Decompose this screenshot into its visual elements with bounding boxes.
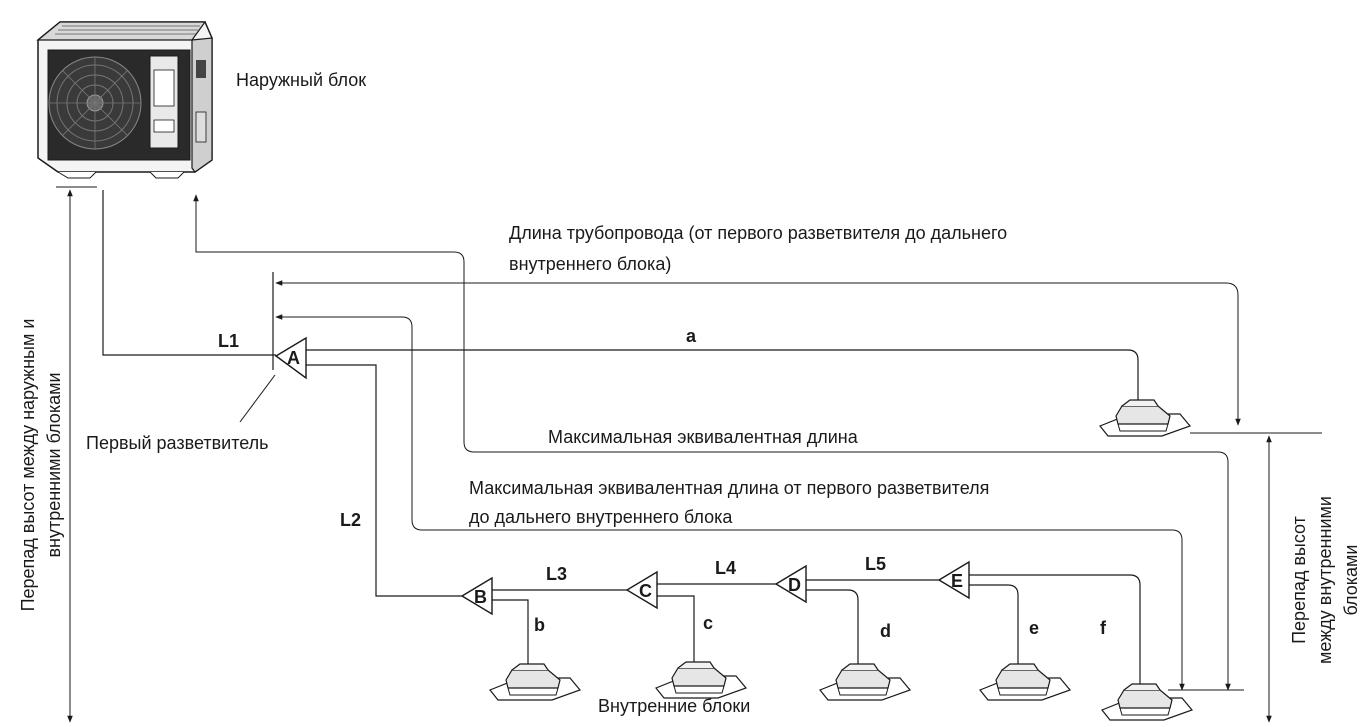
pipe-b bbox=[490, 599, 529, 668]
pipe-label-d: d bbox=[880, 621, 891, 641]
branch-B-label: B bbox=[474, 587, 487, 607]
first-branch-label: Первый разветвитель bbox=[86, 433, 269, 453]
height-diff-indoor-line1: Перепад высот bbox=[1289, 516, 1309, 644]
branch-joint-E: E bbox=[937, 560, 970, 600]
pipe-label-c: c bbox=[703, 613, 713, 633]
height-diff-outdoor-line1: Перепад высот между наружным и bbox=[18, 319, 38, 612]
pipe-f bbox=[968, 574, 1141, 688]
pipe-c bbox=[656, 595, 695, 666]
height-diff-outdoor-line2: внутренними блоками bbox=[44, 372, 64, 557]
pipe-label-L5: L5 bbox=[865, 554, 886, 574]
max-equiv-length-label: Максимальная эквивалентная длина bbox=[548, 427, 859, 447]
pipe-label-e: e bbox=[1029, 618, 1039, 638]
indoor-unit-a bbox=[1099, 399, 1191, 437]
first-branch-pointer bbox=[239, 374, 276, 423]
pipe-d bbox=[805, 589, 859, 668]
height-diff-indoor-label: Перепад высот между внутренними блоками bbox=[1289, 496, 1361, 664]
pipe-L1 bbox=[102, 190, 276, 356]
outdoor-unit-label: Наружный блок bbox=[236, 70, 366, 90]
indoor-unit-f bbox=[1101, 683, 1193, 721]
max-equiv-from-first-arrow bbox=[275, 314, 1185, 691]
pipe-label-L4: L4 bbox=[715, 558, 736, 578]
pipe-label-f: f bbox=[1100, 618, 1107, 638]
pipe-label-L2: L2 bbox=[340, 510, 361, 530]
pipe-length-label-line1: Длина трубопровода (от первого разветвит… bbox=[509, 223, 1007, 243]
pipe-label-a: a bbox=[686, 326, 697, 346]
height-diff-outdoor-label: Перепад высот между наружным и внутренни… bbox=[18, 319, 64, 612]
pipe-label-b: b bbox=[534, 615, 545, 635]
branch-C-label: C bbox=[639, 581, 652, 601]
branch-joint-A: A bbox=[274, 336, 307, 380]
indoor-unit-e bbox=[979, 663, 1071, 701]
branch-joint-D: D bbox=[774, 564, 807, 604]
branch-E-label: E bbox=[951, 571, 963, 591]
height-diff-indoor-line3: блоками bbox=[1341, 545, 1361, 616]
branch-joint-B: B bbox=[460, 576, 493, 616]
pipe-L2 bbox=[304, 364, 463, 597]
indoor-unit-d bbox=[819, 663, 911, 701]
max-equiv-from-first-label-line2: до дальнего внутреннего блока bbox=[469, 507, 733, 527]
indoor-unit-b bbox=[489, 663, 581, 701]
branch-joint-C: C bbox=[625, 570, 658, 610]
pipe-label-L1: L1 bbox=[218, 331, 239, 351]
pipe-label-L3: L3 bbox=[546, 564, 567, 584]
max-equiv-from-first-label-line1: Максимальная эквивалентная длина от перв… bbox=[469, 478, 989, 498]
pipe-length-arrow bbox=[275, 280, 1241, 426]
pipe-a bbox=[304, 349, 1139, 400]
pipe-e bbox=[968, 584, 1019, 668]
branch-A-label: A bbox=[287, 348, 300, 368]
indoor-units-label: Внутренние блоки bbox=[598, 696, 750, 716]
outdoor-unit-image bbox=[36, 21, 213, 179]
branch-D-label: D bbox=[788, 575, 801, 595]
height-diff-indoor-line2: между внутренними bbox=[1315, 496, 1335, 664]
pipe-length-label-line2: внутреннего блока) bbox=[509, 254, 671, 274]
indoor-unit-c bbox=[655, 661, 747, 699]
